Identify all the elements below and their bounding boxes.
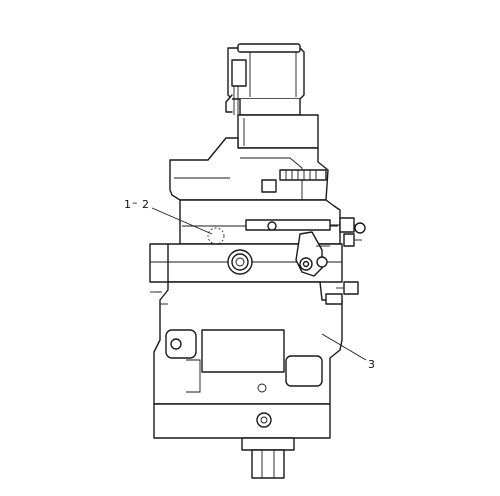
- mid-plate: [149, 199, 366, 283]
- leader-line-2: [151, 207, 213, 235]
- callout-dash: –: [132, 196, 138, 209]
- callout-3: 3: [368, 358, 375, 371]
- leader-line-3: [321, 333, 367, 361]
- upper-housing: [169, 114, 329, 201]
- pump-body: [150, 281, 359, 439]
- callout-1: 1: [124, 198, 131, 211]
- bottom-fitting: [241, 412, 295, 479]
- callout-2: 2: [142, 198, 149, 211]
- solenoid: [225, 43, 305, 116]
